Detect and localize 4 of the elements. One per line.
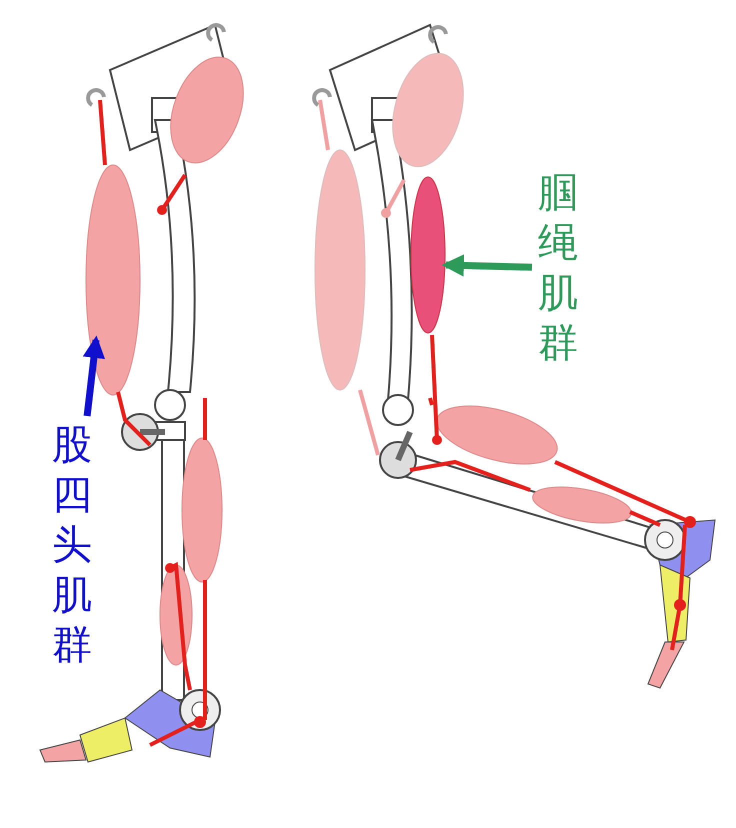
muscle-label: 腘绳肌群 — [536, 168, 580, 368]
muscle-label: 股四头肌群 — [50, 420, 94, 670]
arrow — [82, 336, 106, 416]
arrow — [442, 254, 532, 277]
